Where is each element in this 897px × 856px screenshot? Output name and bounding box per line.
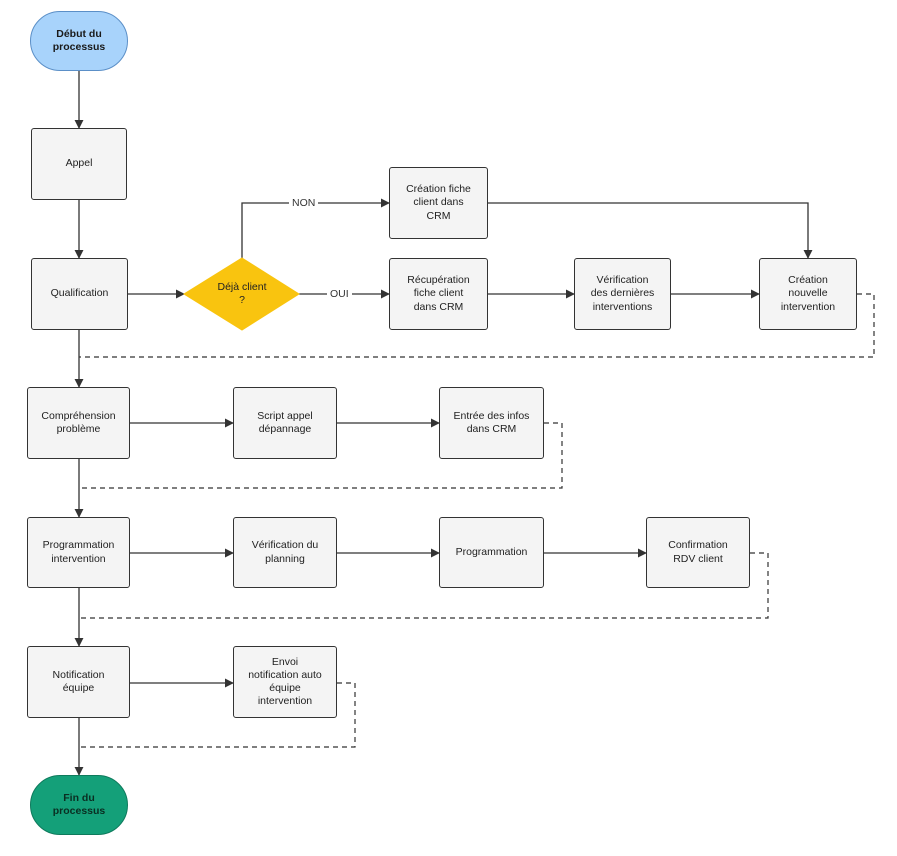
- edge-label-oui: OUI: [327, 288, 352, 300]
- node-confirmation-rdv[interactable]: Confirmation RDV client: [646, 517, 750, 588]
- decision-diamond: [183, 257, 300, 331]
- node-entree-infos[interactable]: Entrée des infos dans CRM: [439, 387, 544, 459]
- node-programmation-intervention[interactable]: Programmation intervention: [27, 517, 130, 588]
- node-programmation[interactable]: Programmation: [439, 517, 544, 588]
- dashed-return-row1: [79, 293, 875, 358]
- node-qualification[interactable]: Qualification: [31, 258, 128, 330]
- dashed-return-row2: [79, 422, 563, 489]
- edge-decision-non: [241, 198, 390, 258]
- node-appel[interactable]: Appel: [31, 128, 127, 200]
- node-verification-interventions[interactable]: Vérification des dernières interventions: [574, 258, 671, 330]
- end-terminal[interactable]: Fin du processus: [30, 775, 128, 835]
- node-notification-equipe[interactable]: Notification équipe: [27, 646, 130, 718]
- start-terminal[interactable]: Début du processus: [30, 11, 128, 71]
- node-creation-intervention[interactable]: Création nouvelle intervention: [759, 258, 857, 330]
- node-comprehension[interactable]: Compréhension problème: [27, 387, 130, 459]
- dashed-return-row4: [79, 682, 356, 748]
- node-recuperation-fiche[interactable]: Récupération fiche client dans CRM: [389, 258, 488, 330]
- node-creation-fiche[interactable]: Création fiche client dans CRM: [389, 167, 488, 239]
- node-envoi-notification[interactable]: Envoi notification auto équipe intervent…: [233, 646, 337, 718]
- edge-label-non: NON: [289, 197, 319, 209]
- node-script-appel[interactable]: Script appel dépannage: [233, 387, 337, 459]
- node-verification-planning[interactable]: Vérification du planning: [233, 517, 337, 588]
- dashed-return-row3: [79, 552, 769, 619]
- edge-creation-fiche-to-intervention: [488, 202, 813, 259]
- decision-label: Déjà client ?: [217, 280, 267, 306]
